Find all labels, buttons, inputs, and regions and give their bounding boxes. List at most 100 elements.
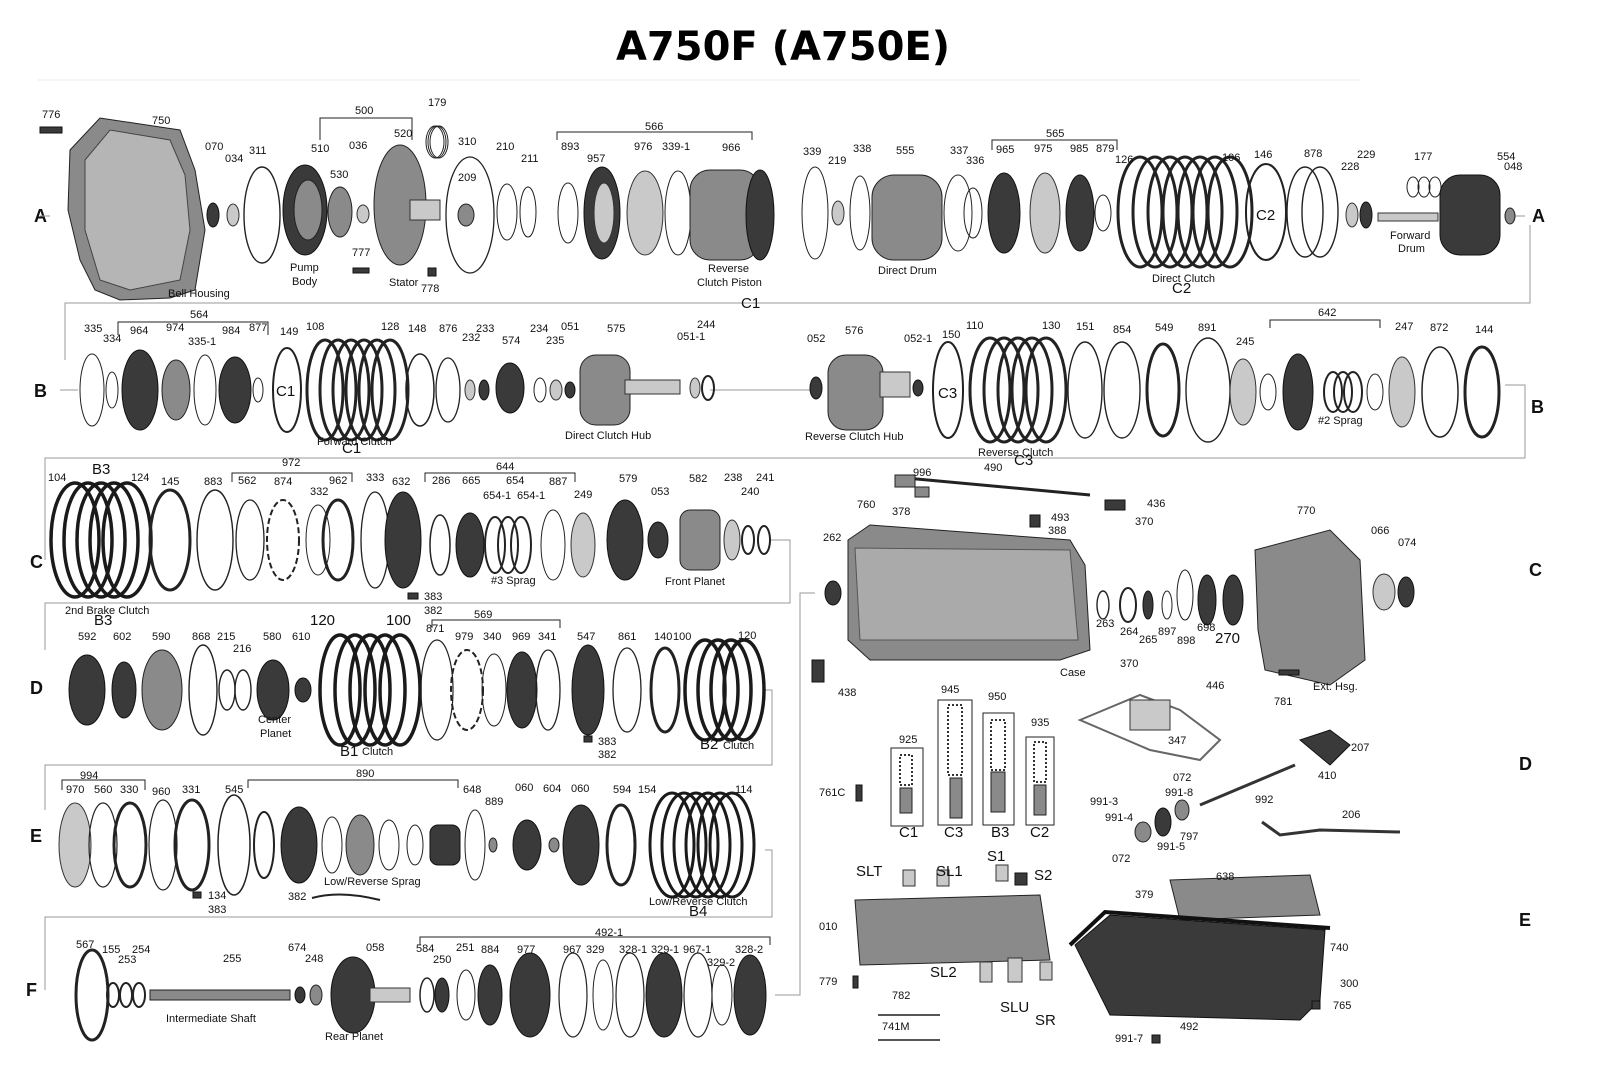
row-label: C [30, 552, 43, 572]
part-number: 964 [130, 325, 148, 337]
part-number: 330 [120, 784, 138, 796]
part-number: 335 [84, 323, 102, 335]
part-number: 388 [1048, 525, 1066, 537]
flow-lines [40, 215, 1531, 996]
component-label: Rear Planet [325, 1031, 383, 1043]
part-number: 648 [463, 784, 481, 796]
part-number: 235 [546, 335, 564, 347]
part-number: 145 [161, 476, 179, 488]
part-number: 566 [645, 121, 663, 133]
part-number: 967 [563, 944, 581, 956]
part-number: 446 [1206, 680, 1224, 692]
part-number: 106 [1222, 152, 1240, 164]
part-number: 216 [233, 643, 251, 655]
part-number: 253 [118, 954, 136, 966]
clutch-label: S2 [1034, 867, 1052, 884]
part-number: 890 [356, 768, 374, 780]
clutch-label: C2 [1172, 280, 1191, 297]
part-number: 966 [722, 142, 740, 154]
part-number: 072 [1173, 772, 1191, 784]
part-number: 383 [424, 591, 442, 603]
part-number: 265 [1139, 634, 1157, 646]
part-number: 250 [433, 954, 451, 966]
part-number: 665 [462, 475, 480, 487]
part-number: 254 [132, 944, 150, 956]
part-number: 329-2 [707, 957, 735, 969]
part-number: 337 [950, 145, 968, 157]
part-number: 575 [607, 323, 625, 335]
part-number: 329 [586, 944, 604, 956]
component-label: Forward [1390, 230, 1430, 242]
part-number: 311 [249, 145, 267, 157]
row-d-parts [68, 633, 766, 747]
part-number: 436 [1147, 498, 1165, 510]
part-number: 970 [66, 784, 84, 796]
part-number: 048 [1504, 161, 1522, 173]
part-number: 781 [1274, 696, 1292, 708]
part-number: 945 [941, 684, 959, 696]
clutch-label: C3 [938, 385, 957, 402]
part-number: 492-1 [595, 927, 623, 939]
part-number: 632 [392, 476, 410, 488]
part-number: 500 [355, 105, 373, 117]
component-label: Front Planet [665, 576, 725, 588]
part-number: 249 [574, 489, 592, 501]
part-number: 140 [654, 631, 672, 643]
part-number: 211 [521, 153, 539, 165]
part-number: 549 [1155, 322, 1173, 334]
component-label: Clutch [362, 746, 393, 758]
clutch-label: 270 [1215, 630, 1240, 647]
part-number: 604 [543, 783, 561, 795]
part-number: 114 [735, 784, 753, 796]
part-number: 262 [823, 532, 841, 544]
part-number: 244 [697, 319, 715, 331]
component-label: #3 Sprag [491, 575, 536, 587]
part-number: 878 [1304, 148, 1322, 160]
clutch-label: SL2 [930, 964, 957, 981]
component-label: Center [258, 714, 291, 726]
valve-body-parts [852, 864, 1331, 1044]
component-label: Direct Drum [878, 265, 937, 277]
part-number: 584 [416, 943, 434, 955]
component-label: Stator [389, 277, 419, 289]
part-number: 219 [828, 155, 846, 167]
part-number: 052-1 [904, 333, 932, 345]
part-number: 562 [238, 475, 256, 487]
part-number: 207 [1351, 742, 1369, 754]
part-number: 120 [738, 630, 756, 642]
part-number: 329-1 [651, 944, 679, 956]
part-number: 332 [310, 486, 328, 498]
component-label: Reverse Clutch Hub [805, 431, 903, 443]
row-b-parts [79, 336, 1501, 444]
part-number: 328-1 [619, 944, 647, 956]
part-number: 950 [988, 691, 1006, 703]
part-number: 610 [292, 631, 310, 643]
component-label: Drum [1398, 243, 1425, 255]
part-number: 100 [673, 631, 691, 643]
diagram-title: A750F (A750E) [616, 24, 950, 70]
part-number: 066 [1371, 525, 1389, 537]
group-brackets [61, 117, 1381, 945]
part-number: 234 [530, 323, 548, 335]
clutch-label: SR [1035, 1012, 1056, 1029]
part-number: 991-8 [1165, 787, 1193, 799]
part-number: 977 [517, 944, 535, 956]
part-number: 741M [882, 1021, 910, 1033]
part-number: 893 [561, 141, 579, 153]
component-label: Direct Clutch [1152, 273, 1215, 285]
component-label: Low/Reverse Clutch [649, 896, 747, 908]
part-number: 972 [282, 457, 300, 469]
part-number: 594 [613, 784, 631, 796]
component-label: Clutch Piston [697, 277, 762, 289]
part-number: 874 [274, 476, 292, 488]
part-number: 887 [549, 476, 567, 488]
component-label: Low/Reverse Sprag [324, 876, 421, 888]
part-number: 146 [1254, 149, 1272, 161]
part-number: 233 [476, 323, 494, 335]
part-number: 574 [502, 335, 520, 347]
part-number: 034 [225, 153, 243, 165]
part-number: 975 [1034, 143, 1052, 155]
part-number: 576 [845, 325, 863, 337]
part-number: 782 [892, 990, 910, 1002]
